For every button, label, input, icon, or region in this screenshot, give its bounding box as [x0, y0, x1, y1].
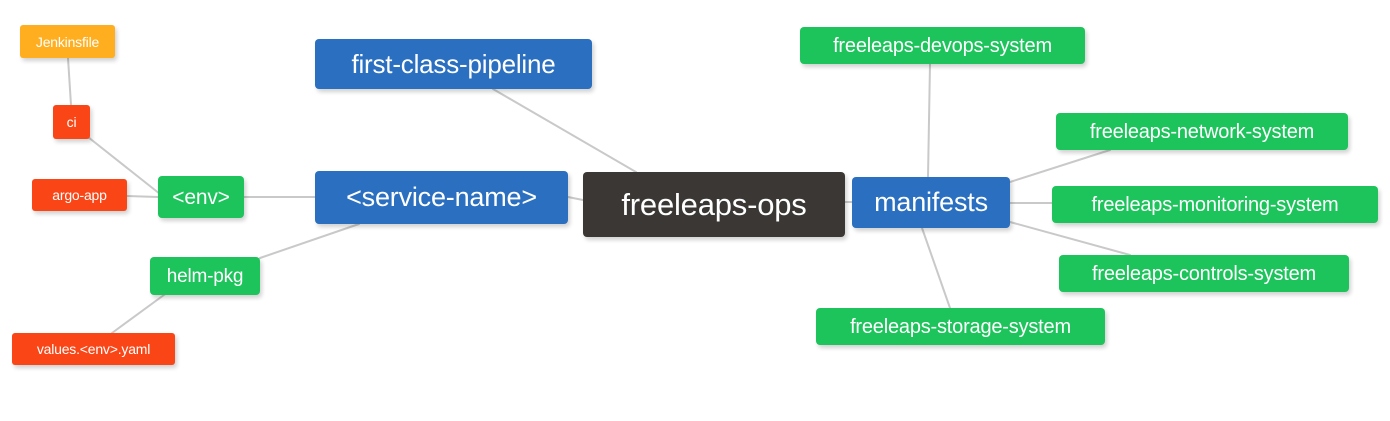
edge-manifests-to-controls-system: [1009, 221, 1131, 256]
node-argo-app[interactable]: argo-app: [32, 179, 127, 211]
node-ci[interactable]: ci: [53, 105, 90, 139]
node-jenkinsfile[interactable]: Jenkinsfile: [20, 25, 115, 58]
node-service-name[interactable]: <service-name>: [315, 171, 568, 224]
node-monitoring-system[interactable]: freeleaps-monitoring-system: [1052, 186, 1378, 223]
node-storage-system[interactable]: freeleaps-storage-system: [816, 308, 1105, 345]
node-manifests[interactable]: manifests: [852, 177, 1010, 228]
node-helm-pkg[interactable]: helm-pkg: [150, 257, 260, 295]
node-freeleaps-ops[interactable]: freeleaps-ops: [583, 172, 845, 237]
node-devops-system[interactable]: freeleaps-devops-system: [800, 27, 1085, 64]
edge-jenkinsfile-to-ci: [67, 57, 72, 106]
edge-manifests-to-storage-system: [921, 227, 951, 309]
edge-manifests-to-devops-system: [927, 63, 931, 178]
node-network-system[interactable]: freeleaps-network-system: [1056, 113, 1348, 150]
edge-service-name-to-helm-pkg: [259, 223, 360, 259]
edge-first-class-to-freeleaps-ops: [492, 88, 637, 173]
edge-helm-pkg-to-values-yaml: [111, 291, 169, 334]
node-env[interactable]: <env>: [158, 176, 244, 218]
node-values-yaml[interactable]: values.<env>.yaml: [12, 333, 175, 365]
node-controls-system[interactable]: freeleaps-controls-system: [1059, 255, 1349, 292]
node-first-class[interactable]: first-class-pipeline: [315, 39, 592, 89]
edge-manifests-to-network-system: [1009, 149, 1111, 183]
edge-service-name-to-freeleaps-ops: [567, 196, 584, 201]
edge-argo-app-to-env: [126, 195, 159, 198]
